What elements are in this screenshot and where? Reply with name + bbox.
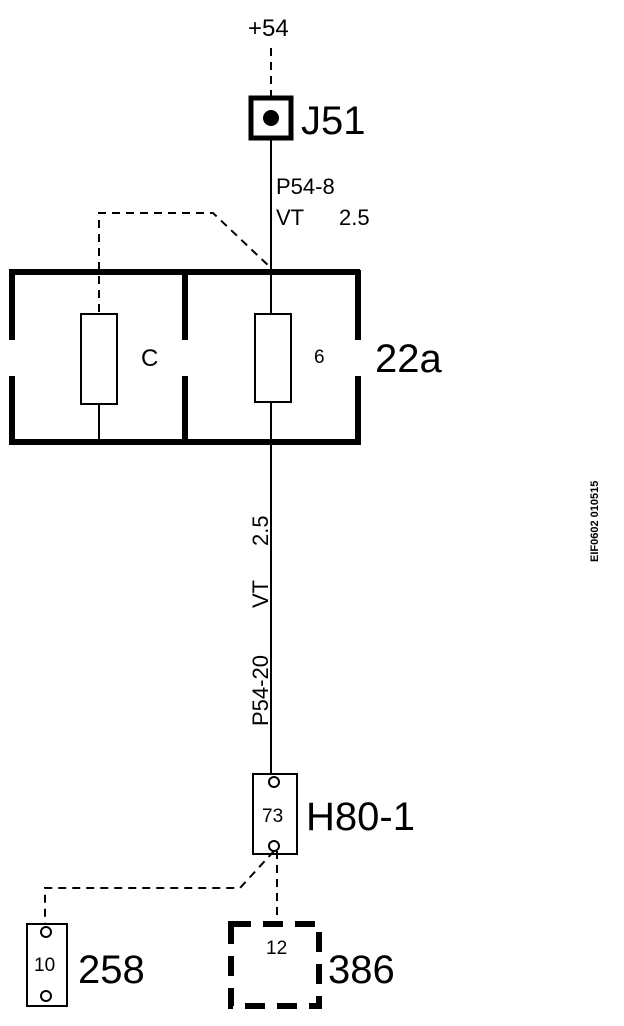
wire-top-code: P54-8 [276,174,335,199]
drawing-code: EIF0602 010515 [589,481,601,562]
fuse-c-label: C [141,345,158,372]
h80-label: H80-1 [306,795,415,839]
component-258-top-terminal [40,926,52,938]
h80-bottom-terminal [268,840,280,852]
component-258-label: 258 [78,948,145,992]
wire-bottom-size: 2.5 [248,515,273,546]
fuse-box-22a [9,269,361,445]
wire-bottom-color: VT [248,580,273,608]
component-258-bottom-terminal [40,990,52,1002]
fuse-box-label: 22a [375,337,442,381]
fuse-6-label: 6 [314,347,325,368]
wire-top-size: 2.5 [339,205,370,230]
wire-bottom-labels: P54-20 VT 2.5 [248,515,273,726]
fuse-c-symbol [80,313,118,405]
j51-terminal-dot [263,110,279,126]
wire-top-color: VT [276,205,304,230]
h80-top-terminal [268,776,280,788]
j51-label: J51 [301,99,366,143]
fuse-c-dashed-link [98,212,272,340]
component-258-pin-label: 10 [34,955,55,976]
component-386-label: 386 [328,948,395,992]
wire-bottom-code: P54-20 [248,655,273,726]
component-386-pin-label: 12 [266,938,287,959]
component-386-box [228,921,322,1009]
h80-pin-label: 73 [262,806,283,827]
fuse-6-symbol [254,313,292,403]
supply-label: +54 [248,15,289,42]
branch-to-258 [44,850,275,926]
